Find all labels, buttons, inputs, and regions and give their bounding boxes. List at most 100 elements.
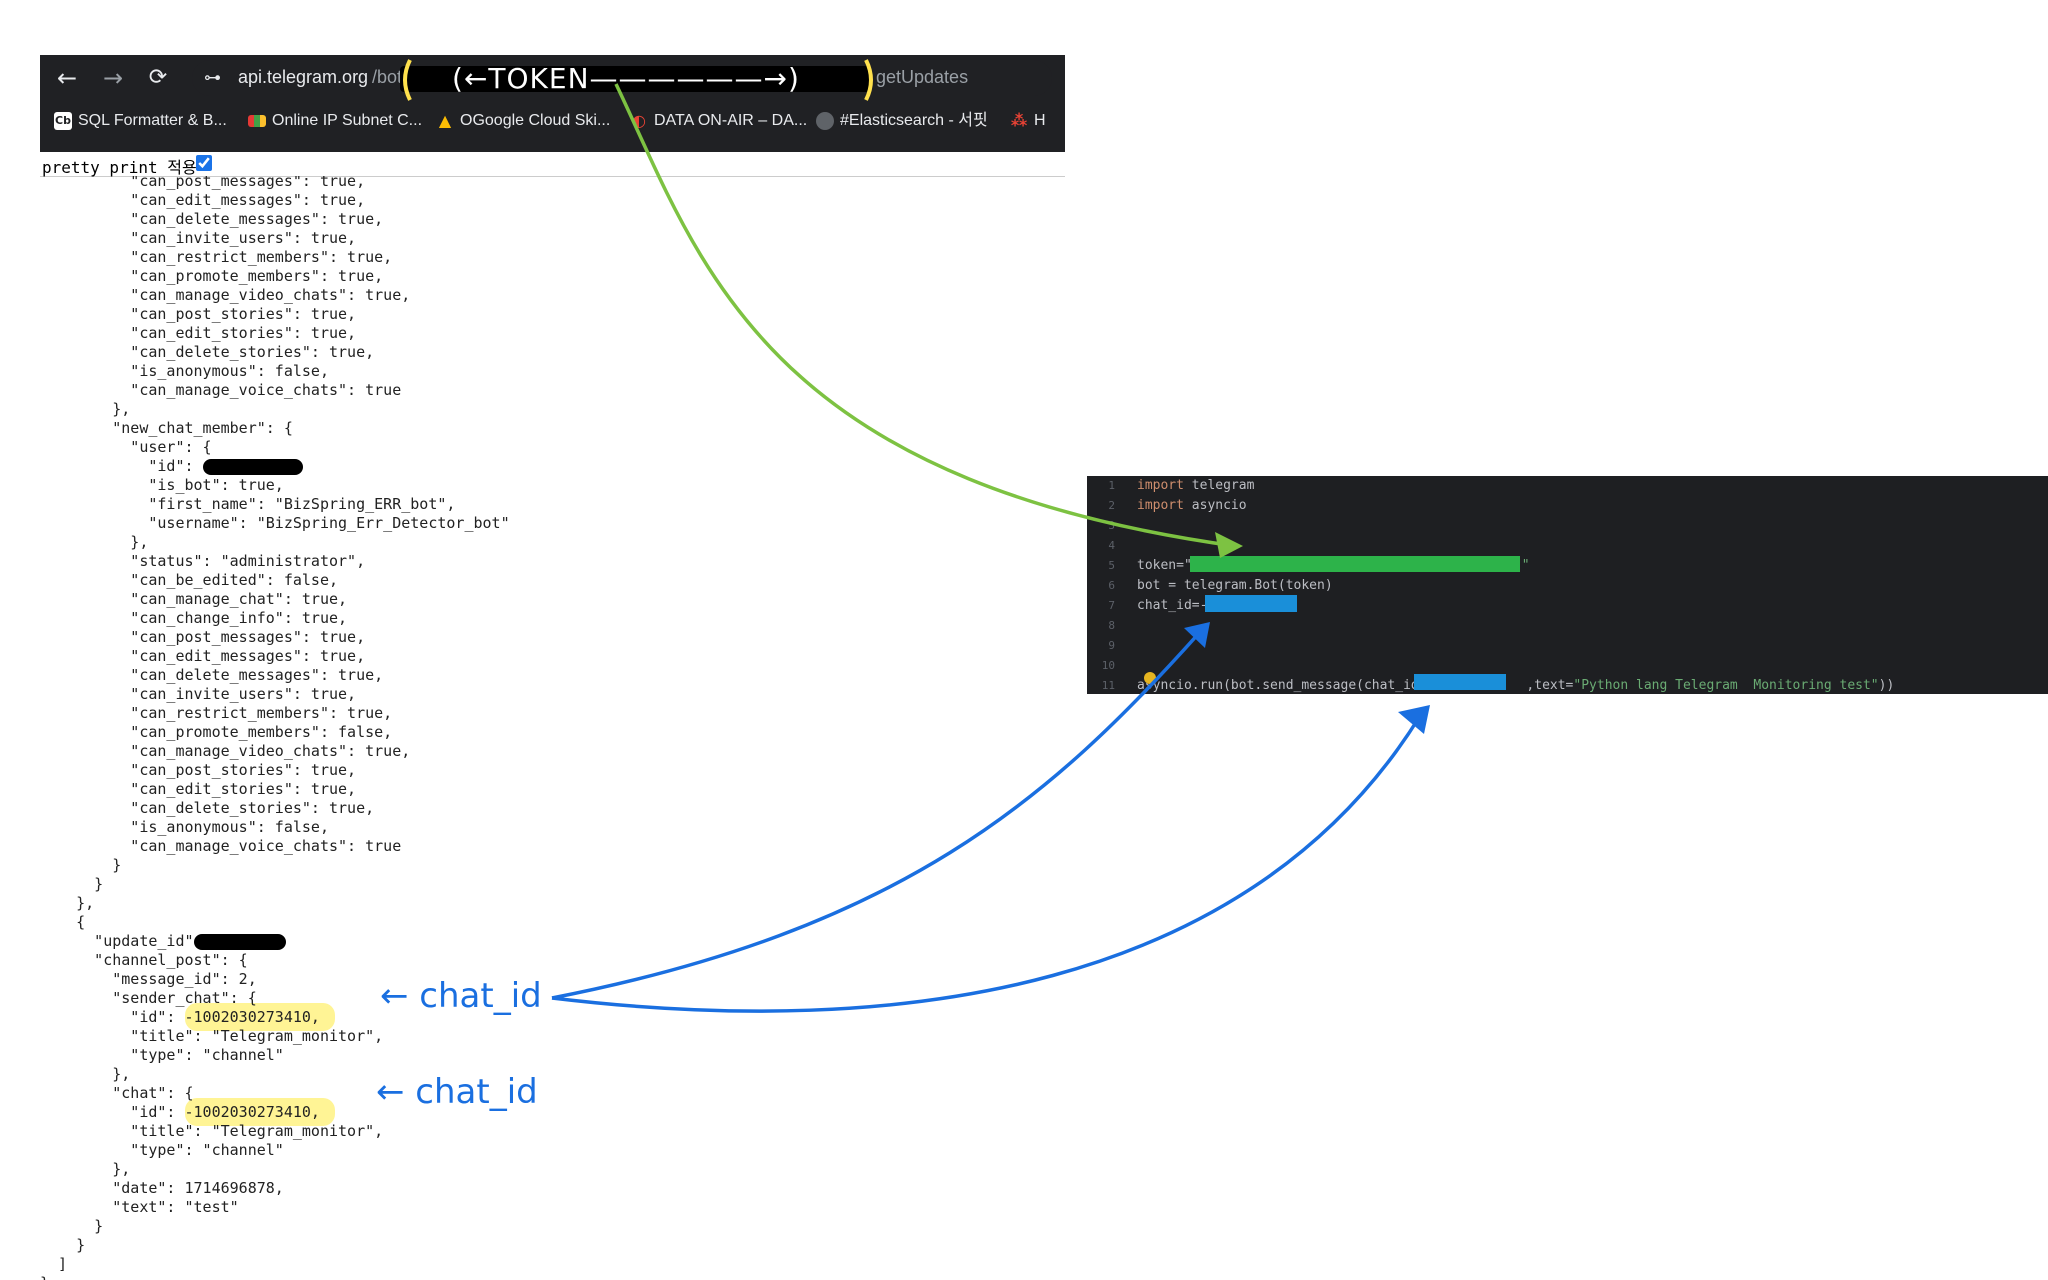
line-number: 2 — [1108, 499, 1115, 512]
json-line: "can_restrict_members": true, — [40, 248, 393, 266]
json-line: } — [40, 1236, 86, 1254]
line-number: 7 — [1108, 599, 1115, 612]
line-number: 11 — [1101, 679, 1115, 692]
json-response-viewer: "can_post_messages": true, "can_edit_mes… — [40, 176, 940, 1280]
bookmark-label: H — [1034, 112, 1046, 129]
bookmark-label: #Elasticsearch - 서핏 — [840, 112, 988, 129]
json-line: "can_restrict_members": true, — [40, 704, 393, 722]
code-text: bot = telegram.Bot(token) — [1137, 576, 1333, 596]
json-line: } — [40, 1274, 49, 1280]
code-segment: bot = telegram.Bot(token) — [1137, 578, 1333, 593]
line-number: 10 — [1101, 659, 1115, 672]
json-line: "title": "Telegram_monitor", — [40, 1122, 384, 1140]
json-line: }, — [40, 1065, 131, 1083]
chat-id-value-redaction — [1205, 595, 1297, 612]
forward-arrow-icon[interactable]: → — [102, 64, 124, 92]
code-segment: asyncio.run(bot.send_message(chat_id=- — [1137, 678, 1435, 693]
json-line: "channel_post": { — [40, 951, 248, 969]
json-line: "first_name": "BizSpring_ERR_bot", — [40, 495, 456, 513]
code-line: 6 bot = telegram.Bot(token) — [1087, 576, 2048, 596]
json-line: "date": 1714696878, — [40, 1179, 284, 1197]
url-host: api.telegram.org — [238, 67, 369, 87]
json-line: "can_delete_messages": true, — [40, 666, 384, 684]
code-text: asyncio.run(bot.send_message(chat_id=-,t… — [1137, 676, 1894, 696]
message-text-string: "Python lang Telegram Monitoring test" — [1573, 678, 1879, 693]
json-line: "status": "administrator", — [40, 552, 366, 570]
bookmark-label: DATA ON-AIR – DA... — [654, 112, 808, 129]
line-number: 5 — [1108, 559, 1115, 572]
json-line: "can_manage_voice_chats": true — [40, 381, 402, 399]
json-line: "user": { — [40, 438, 212, 456]
json-line: "can_edit_stories": true, — [40, 780, 357, 798]
codebeautify-icon: Cb — [54, 111, 72, 130]
code-line: 1 import telegram — [1087, 476, 2048, 496]
token-annotation-label: (←TOKEN——————→) — [452, 62, 800, 95]
code-line: 7 chat_id=- — [1087, 596, 2048, 616]
code-text: import telegram — [1137, 476, 1254, 496]
reload-icon[interactable]: ⟳ — [148, 65, 168, 90]
bookmark-data-on-air[interactable]: ◐ DATA ON-AIR – DA... — [630, 109, 807, 133]
json-line: "update_id": — [40, 932, 212, 950]
code-text: chat_id=- — [1137, 596, 1207, 616]
line-number: 6 — [1108, 579, 1115, 592]
json-line: "can_change_info": true, — [40, 609, 348, 627]
bookmark-label: SQL Formatter & B... — [78, 112, 227, 129]
json-line: "title": "Telegram_monitor", — [40, 1027, 384, 1045]
id-redaction — [202, 459, 303, 475]
json-line: "can_post_messages": true, — [40, 628, 366, 646]
keyword: import — [1137, 498, 1184, 513]
json-line: }, — [40, 1160, 131, 1178]
chat-id-highlight — [184, 1003, 335, 1031]
json-line: } — [40, 875, 104, 893]
line-number: 1 — [1108, 479, 1115, 492]
json-line: }, — [40, 533, 149, 551]
code-segment: asyncio — [1183, 498, 1247, 513]
send-chat-id-redaction — [1414, 674, 1506, 690]
json-line: "can_post_stories": true, — [40, 761, 357, 779]
json-line: "chat": { — [40, 1084, 194, 1102]
line-number: 3 — [1108, 519, 1115, 532]
json-line: "is_anonymous": false, — [40, 818, 329, 836]
bookmark-overflow[interactable]: ⁂H — [1010, 109, 1046, 133]
bookmark-sql-formatter[interactable]: Cb SQL Formatter & B... — [54, 109, 227, 133]
json-line: "can_be_edited": false, — [40, 571, 339, 589]
back-arrow-icon[interactable]: ← — [56, 64, 78, 92]
chat-id-arrowhead-2 — [1398, 705, 1430, 734]
chat-id-highlight — [184, 1098, 335, 1126]
json-line: "can_invite_users": true, — [40, 229, 357, 247]
json-line: "is_bot": true, — [40, 476, 284, 494]
json-line: ] — [40, 1255, 68, 1273]
json-line: "can_edit_messages": true, — [40, 647, 366, 665]
json-line: "id": -1002030273410, — [40, 1008, 320, 1026]
chat-id-annotation-label: ← chat_id — [376, 1072, 538, 1112]
update-id-redaction — [193, 934, 286, 950]
json-line: "can_delete_stories": true, — [40, 343, 375, 361]
json-line: }, — [40, 400, 131, 418]
chat-id-annotation-label: ← chat_id — [380, 976, 542, 1016]
bookmark-google-cloud[interactable]: ▲OGoogle Cloud Ski... — [436, 109, 610, 133]
json-line: "sender_chat": { — [40, 989, 257, 1007]
code-line: 11 asyncio.run(bot.send_message(chat_id=-… — [1087, 676, 2048, 696]
code-line: 4 — [1087, 536, 2048, 556]
json-line: "can_promote_members": true, — [40, 267, 384, 285]
code-line: 9 — [1087, 636, 2048, 656]
json-line: } — [40, 1217, 104, 1235]
site-settings-icon[interactable]: ⊶ — [204, 68, 221, 88]
data-on-air-icon: ◐ — [632, 110, 646, 130]
json-line: { — [40, 913, 86, 931]
bookmark-elasticsearch[interactable]: #Elasticsearch - 서핏 — [816, 109, 988, 133]
token-value-redaction — [1190, 556, 1520, 572]
json-line: "new_chat_member": { — [40, 419, 293, 437]
json-line: } — [40, 856, 122, 874]
url-path-prefix: /bot — [372, 67, 403, 87]
url-path-method: getUpdates — [876, 67, 969, 87]
cluster-icon: ⁂ — [1010, 110, 1028, 130]
json-line: "text": "test" — [40, 1198, 239, 1216]
bookmark-label: Online IP Subnet C... — [272, 112, 423, 129]
code-line: 10 — [1087, 656, 2048, 676]
bookmark-ip-subnet[interactable]: Online IP Subnet C... — [248, 109, 422, 133]
pretty-print-checkbox[interactable] — [196, 155, 212, 171]
lightbulb-icon[interactable] — [1144, 672, 1156, 684]
